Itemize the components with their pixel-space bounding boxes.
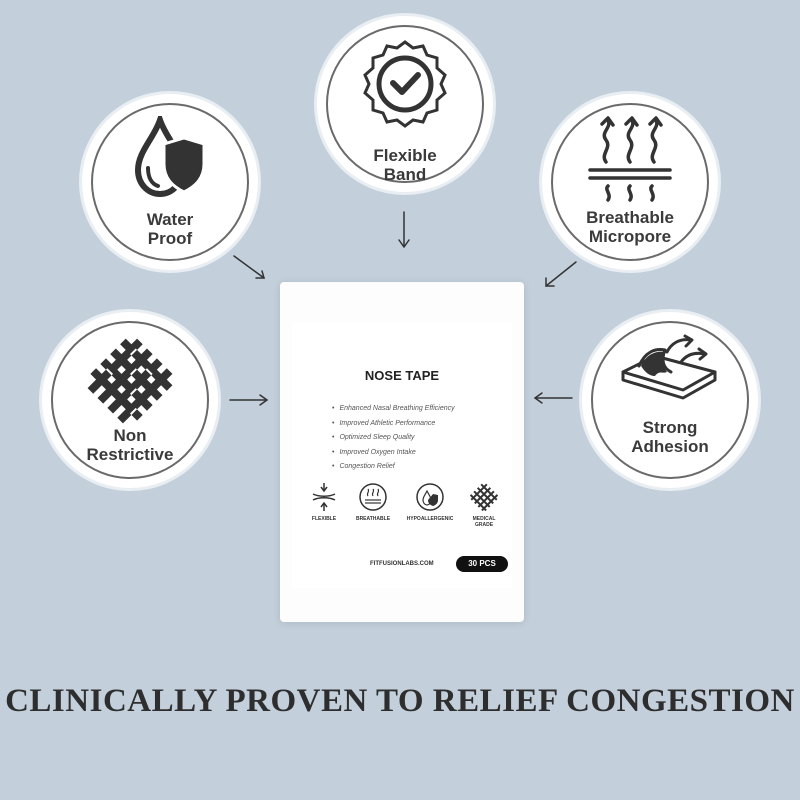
benefit-item: Enhanced Nasal Breathing Efficiency (332, 402, 454, 417)
feature-ring (551, 103, 709, 261)
product-package: NOSE TAPE Enhanced Nasal Breathing Effic… (280, 282, 524, 622)
water-drop-shield-icon (134, 116, 206, 198)
feature-breathable-micropore: Breathable Micropore (542, 94, 718, 270)
feature-label: Non Restrictive (86, 426, 174, 464)
badge-check-icon (363, 40, 447, 128)
package-feature-flexible: FLEXIBLE (296, 482, 352, 522)
benefit-item: Improved Athletic Performance (332, 417, 455, 432)
package-feature-breathable: BREATHABLE (345, 482, 401, 522)
arrow-icon (229, 394, 269, 406)
feature-label: Breathable Micropore (586, 208, 674, 246)
feature-non-restrictive: Non Restrictive (42, 312, 218, 488)
package-feature-medical-grade: MEDICAL GRADE (456, 482, 512, 528)
package-title: NOSE TAPE (364, 368, 440, 383)
adhesive-peel-icon (621, 334, 717, 400)
package-website: FITFUSIONLABS.COM (370, 561, 434, 567)
breathable-icon (359, 483, 387, 511)
feature-strong-adhesion: Strong Adhesion (582, 312, 758, 488)
airflow-arrows-icon (588, 116, 672, 202)
package-feature-label: BREATHABLE (355, 516, 391, 522)
headline: CLINICALLY PROVEN TO RELIEF CONGESTION (5, 683, 795, 719)
arrow-icon (398, 211, 410, 249)
flexible-icon (312, 483, 336, 511)
feature-label: Flexible Band (373, 146, 437, 184)
arrow-icon (545, 261, 577, 287)
package-feature-label: FLEXIBLE (311, 516, 337, 522)
benefit-item: Improved Oxygen Intake (332, 446, 455, 461)
arrow-icon (233, 255, 265, 279)
hypoallergenic-icon (416, 483, 444, 511)
woven-mesh-icon (87, 338, 173, 424)
feature-ring (91, 103, 249, 261)
feature-ring (51, 321, 209, 479)
benefit-item: Congestion Relief (332, 460, 455, 475)
feature-flexible-band: Flexible Band (317, 16, 493, 192)
package-feature-label: MEDICAL GRADE (472, 516, 496, 528)
feature-ring (591, 321, 749, 479)
package-count-badge: 30 PCS (456, 556, 508, 572)
feature-water-proof: Water Proof (82, 94, 258, 270)
package-feature-label: HYPOALLERGENIC (406, 516, 454, 522)
medical-grade-icon (469, 483, 499, 512)
feature-ring (326, 25, 484, 183)
benefits-list: Enhanced Nasal Breathing Efficiency Impr… (332, 402, 455, 475)
arrow-icon (533, 392, 573, 404)
feature-label: Strong Adhesion (631, 418, 709, 456)
benefit-item: Optimized Sleep Quality (332, 431, 455, 446)
package-feature-hypoallergenic: HYPOALLERGENIC (402, 482, 458, 522)
feature-label: Water Proof (146, 210, 194, 248)
